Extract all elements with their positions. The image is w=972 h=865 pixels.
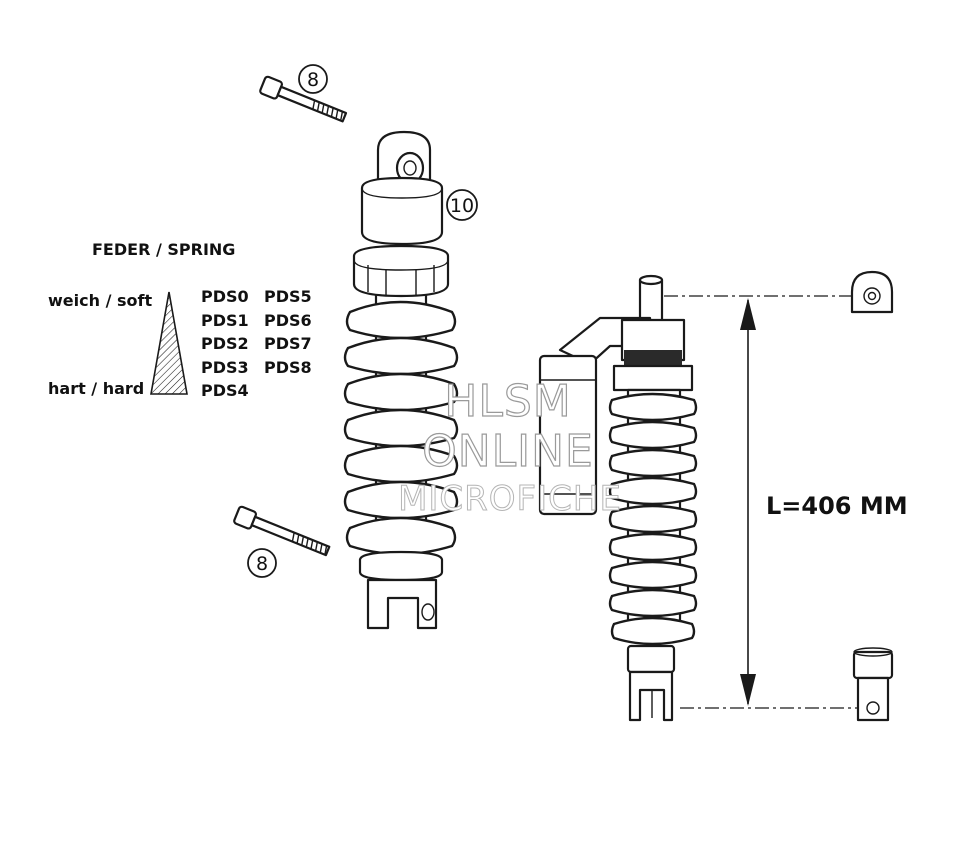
spring-legend: FEDER / SPRING weich / soft hart / hard … (48, 240, 312, 400)
lower-bolt (233, 505, 331, 557)
pds-item: PDS7 (264, 334, 312, 353)
pds-column-1: PDS0 PDS1 PDS2 PDS3 PDS4 (201, 287, 249, 400)
callout-bolt-bottom: 8 (247, 548, 277, 578)
callout-number: 8 (307, 69, 319, 91)
watermark-line: ONLINE (422, 426, 594, 477)
pds-column-2: PDS5 PDS6 PDS7 PDS8 (264, 287, 312, 377)
main-spring (343, 300, 459, 556)
watermark-line: HLSM (444, 376, 572, 427)
callout-shock: 10 (446, 189, 478, 221)
callout-number: 10 (450, 195, 474, 217)
length-dimension: L=406 MM (664, 270, 908, 722)
arrow-down-icon (740, 674, 756, 706)
pds-item: PDS2 (201, 334, 249, 353)
shock-absorber-main (343, 130, 459, 630)
upper-bolt (259, 75, 348, 123)
pds-item: PDS6 (264, 311, 312, 330)
arrow-up-icon (740, 298, 756, 330)
pds-item: PDS1 (201, 311, 249, 330)
side-spring (608, 392, 698, 646)
hard-label: hart / hard (48, 379, 144, 398)
watermark-line: MICROFICHE (398, 479, 622, 519)
shock-absorber-side-view (538, 274, 698, 722)
bottom-eye-detail (852, 647, 894, 722)
soft-label: weich / soft (48, 291, 152, 310)
callout-bolt-top: 8 (298, 64, 328, 94)
pds-item: PDS3 (201, 358, 249, 377)
top-eye-detail (850, 270, 894, 314)
pds-item: PDS8 (264, 358, 312, 377)
pds-item: PDS0 (201, 287, 249, 306)
watermark: HLSM ONLINE MICROFICHE (398, 375, 622, 519)
callout-number: 8 (256, 553, 268, 575)
spring-heading: FEDER / SPRING (92, 240, 235, 259)
pds-item: PDS5 (264, 287, 312, 306)
bolt-thread (312, 99, 344, 122)
pds-item: PDS4 (201, 381, 249, 400)
length-label: L=406 MM (766, 492, 908, 520)
hardness-wedge-icon (150, 291, 188, 395)
bolt-thread (291, 531, 328, 556)
